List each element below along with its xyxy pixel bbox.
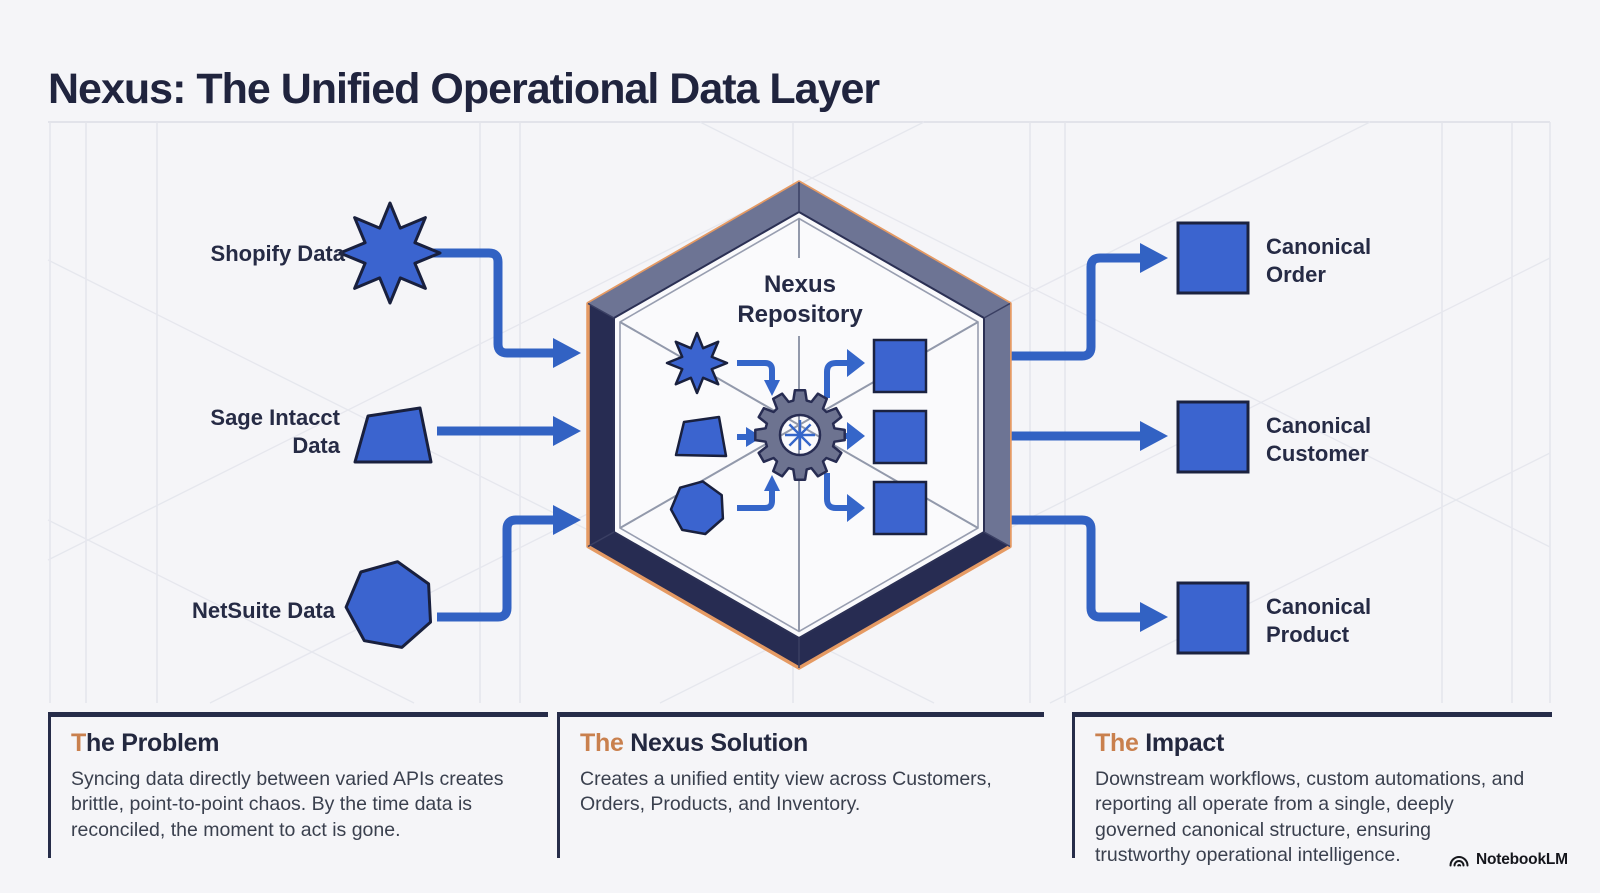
heading-highlight: The [1095, 729, 1139, 757]
page-title: Nexus: The Unified Operational Data Laye… [48, 64, 880, 113]
hub-internal-arrowheads [746, 349, 865, 522]
output-label-order-line2: Order [1266, 262, 1326, 287]
sage-trapezoid-icon [353, 406, 433, 464]
hub-label-line1: Nexus [764, 271, 836, 298]
source-shapes [338, 201, 442, 649]
output-label-product-line1: Canonical [1266, 594, 1371, 619]
hub-mini-squares [872, 338, 928, 536]
output-label-order-line1: Canonical [1266, 234, 1371, 259]
panel-impact-heading: The Impact [1095, 729, 1552, 758]
heading-highlight: T [71, 729, 86, 757]
gear-icon [754, 389, 846, 481]
flow-arrows [432, 248, 1140, 622]
shopify-star-icon [338, 201, 442, 305]
arrow-hub-to-product [990, 515, 1140, 622]
panel-solution-heading: The Nexus Solution [580, 729, 1044, 758]
source-label-netsuite: NetSuite Data [192, 598, 336, 623]
panel-impact-body: Downstream workflows, custom automations… [1095, 768, 1525, 867]
canonical-customer-square [1176, 400, 1250, 474]
output-squares [1176, 221, 1250, 655]
panel-impact: The Impact Downstream workflows, custom … [1072, 712, 1552, 866]
output-label-product-line2: Product [1266, 622, 1350, 647]
arrow-hub-to-order [990, 253, 1140, 361]
heading-highlight: The [580, 729, 624, 757]
heading-rest: Nexus Solution [623, 729, 808, 757]
source-label-sage-line2: Data [292, 433, 340, 458]
heading-rest: he Problem [85, 729, 220, 757]
canonical-order-square [1176, 221, 1250, 295]
arrow-shopify-to-hub [432, 248, 553, 358]
output-label-customer-line2: Customer [1266, 441, 1369, 466]
source-label-sage-line1: Sage Intacct [210, 405, 340, 430]
arrow-netsuite-to-hub [437, 515, 553, 622]
panel-solution: The Nexus Solution Creates a unified ent… [557, 712, 1044, 858]
heading-rest: Impact [1138, 729, 1224, 757]
brand-name: NotebookLM [1476, 851, 1568, 868]
panel-problem-heading: The Problem [71, 729, 548, 758]
notebooklm-icon [1449, 856, 1469, 867]
panel-problem-body: Syncing data directly between varied API… [71, 768, 504, 841]
brand-footer: NotebookLM [1448, 851, 1568, 869]
netsuite-heptagon-icon [344, 560, 432, 649]
flow-arrowheads [553, 243, 1168, 632]
canonical-product-square [1176, 581, 1250, 655]
hub-mini-shapes [665, 331, 729, 536]
source-label-shopify: Shopify Data [211, 241, 346, 266]
hub-label-line2: Repository [737, 301, 863, 328]
output-label-customer-line1: Canonical [1266, 413, 1371, 438]
panel-solution-body: Creates a unified entity view across Cus… [580, 768, 992, 816]
panel-problem: The Problem Syncing data directly betwee… [48, 712, 548, 858]
